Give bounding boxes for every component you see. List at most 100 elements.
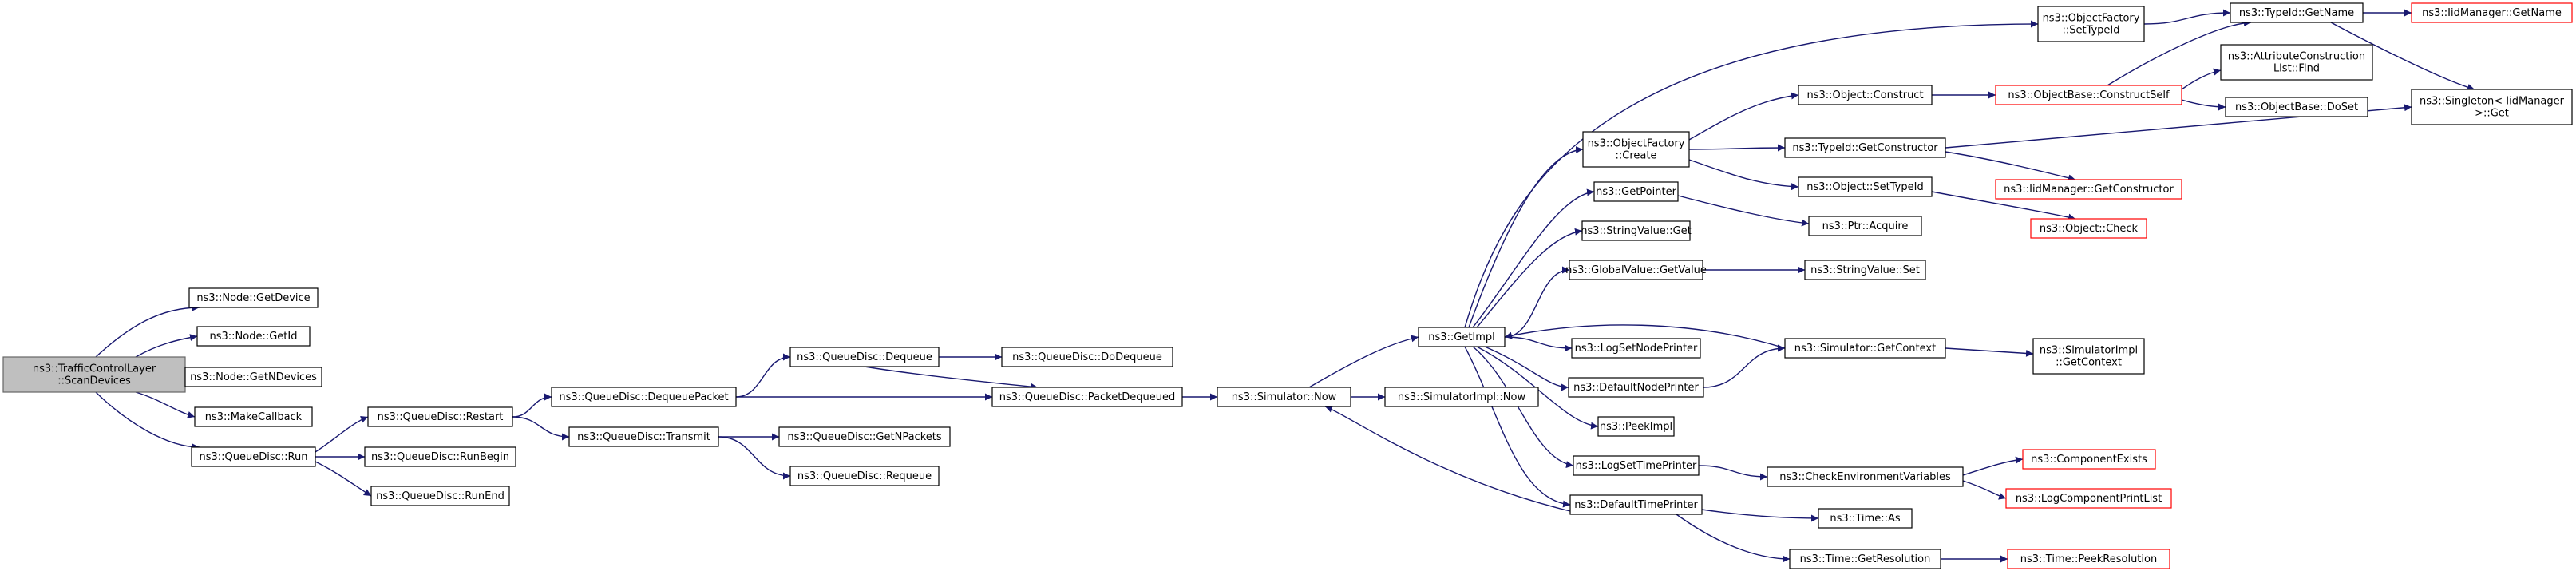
node-label: ns3::TypeId::GetName xyxy=(2239,7,2354,19)
node-box xyxy=(1571,338,1701,359)
graph-node-timePeekResolution[interactable]: ns3::Time::PeekResolution xyxy=(2007,549,2170,569)
graph-node-getDevice[interactable]: ns3::Node::GetDevice xyxy=(188,288,319,308)
edge-root-to-getId xyxy=(135,334,198,358)
node-label: ns3::StringValue::Set xyxy=(1810,264,1920,276)
node-label: ns3::Time::As xyxy=(1830,513,1901,525)
graph-node-makeCallback[interactable]: ns3::MakeCallback xyxy=(194,406,313,427)
graph-node-logSetNodePrinter[interactable]: ns3::LogSetNodePrinter xyxy=(1571,338,1701,359)
graph-node-peekImpl[interactable]: ns3::PeekImpl xyxy=(1597,416,1675,437)
node-label: ::GetContext xyxy=(2056,357,2122,369)
node-label: ns3::GetPointer xyxy=(1596,186,1676,198)
node-label: ns3::Time::PeekResolution xyxy=(2020,553,2157,565)
node-box xyxy=(184,367,322,387)
graph-node-stringValueSet[interactable]: ns3::StringValue::Set xyxy=(1804,260,1926,280)
graph-node-qdRun[interactable]: ns3::QueueDisc::Run xyxy=(191,446,316,467)
graph-node-qdRunEnd[interactable]: ns3::QueueDisc::RunEnd xyxy=(370,486,510,506)
graph-node-simImplNow[interactable]: ns3::SimulatorImpl::Now xyxy=(1384,387,1539,407)
node-label: ns3::ObjectBase::ConstructSelf xyxy=(2008,89,2170,101)
node-box xyxy=(188,288,319,308)
node-box xyxy=(1767,466,1964,487)
node-label: ns3::QueueDisc::Run xyxy=(200,451,308,463)
graph-node-iidGetConstructor[interactable]: ns3::IidManager::GetConstructor xyxy=(1995,179,2182,200)
graph-node-getImpl[interactable]: ns3::GetImpl xyxy=(1418,327,1506,347)
graph-node-objBaseConstructSelf[interactable]: ns3::ObjectBase::ConstructSelf xyxy=(1995,85,2182,105)
edge-qdTransmit-to-qdRequeue xyxy=(718,436,791,480)
node-box xyxy=(2030,218,2147,239)
graph-node-qdGetNPackets[interactable]: ns3::QueueDisc::GetNPackets xyxy=(778,426,951,447)
node-label: ns3::Simulator::GetContext xyxy=(1794,343,1936,355)
graph-node-qdRequeue[interactable]: ns3::QueueDisc::Requeue xyxy=(789,466,940,486)
graph-node-qdDequeuePacket[interactable]: ns3::QueueDisc::DequeuePacket xyxy=(551,387,737,407)
node-box xyxy=(1418,327,1506,347)
graph-node-checkEnvVars[interactable]: ns3::CheckEnvironmentVariables xyxy=(1767,466,1964,487)
graph-node-objectConstruct[interactable]: ns3::Object::Construct xyxy=(1798,85,1933,105)
edge-objFactoryCreate-to-objectSetTypeId xyxy=(1688,159,1799,191)
node-label: ns3::LogComponentPrintList xyxy=(2016,493,2162,505)
node-box xyxy=(2005,488,2172,509)
node-box xyxy=(1593,181,1679,202)
graph-node-getPointer[interactable]: ns3::GetPointer xyxy=(1593,181,1679,202)
node-label: ns3::QueueDisc::DoDequeue xyxy=(1012,351,1162,363)
graph-node-objFactoryCreate[interactable]: ns3::ObjectFactory::Create xyxy=(1582,131,1690,168)
graph-node-qdPacketDequeued[interactable]: ns3::QueueDisc::PacketDequeued xyxy=(991,387,1183,407)
edge-qdRun-to-qdRunEnd xyxy=(315,461,372,497)
node-box xyxy=(789,466,940,486)
edge-root-to-makeCallback xyxy=(135,391,196,418)
graph-node-simGetContext[interactable]: ns3::Simulator::GetContext xyxy=(1784,338,1946,359)
edge-root-to-getDevice xyxy=(95,303,200,358)
edge-qdRestart-to-qdDequeuePacket xyxy=(512,393,552,418)
graph-node-objectSetTypeId[interactable]: ns3::Object::SetTypeId xyxy=(1798,176,1933,197)
graph-node-typeIdGetName[interactable]: ns3::TypeId::GetName xyxy=(2230,2,2364,23)
edge-defaultTimePrinter-to-timeGetResolution xyxy=(1676,514,1791,563)
node-label: ns3::Time::GetResolution xyxy=(1800,553,1931,565)
graph-node-componentExists[interactable]: ns3::ComponentExists xyxy=(2022,449,2156,470)
edge-getImpl-to-peekImpl xyxy=(1476,346,1599,430)
graph-node-qdTransmit[interactable]: ns3::QueueDisc::Transmit xyxy=(568,426,719,447)
node-label: ns3::QueueDisc::Transmit xyxy=(577,431,710,443)
graph-node-typeIdGetConstructor[interactable]: ns3::TypeId::GetConstructor xyxy=(1784,137,1946,158)
graph-node-objBaseDoSet[interactable]: ns3::ObjectBase::DoSet xyxy=(2225,97,2368,117)
graph-node-getId[interactable]: ns3::Node::GetId xyxy=(196,326,311,347)
graph-node-iidGetName[interactable]: ns3::IidManager::GetName xyxy=(2411,2,2573,23)
node-label: ns3::Singleton< IidManager xyxy=(2420,96,2565,108)
node-box xyxy=(1818,508,1913,529)
graph-node-ptrAcquire[interactable]: ns3::Ptr::Acquire xyxy=(1808,216,1922,236)
graph-node-defaultTimePrinter[interactable]: ns3::DefaultTimePrinter xyxy=(1569,494,1703,515)
graph-node-qdDequeue[interactable]: ns3::QueueDisc::Dequeue xyxy=(789,347,940,367)
graph-node-qdRestart[interactable]: ns3::QueueDisc::Restart xyxy=(367,406,513,427)
node-box xyxy=(1784,137,1946,158)
graph-node-globalValueGetValue[interactable]: ns3::GlobalValue::GetValue xyxy=(1565,260,1707,280)
node-label: ns3::LogSetTimePrinter xyxy=(1576,460,1697,472)
graph-node-simNow[interactable]: ns3::Simulator::Now xyxy=(1217,387,1351,407)
node-label: ns3::AttributeConstruction xyxy=(2228,51,2365,63)
edge-objBaseConstructSelf-to-objBaseDoSet xyxy=(2181,99,2226,111)
graph-node-qdDoDequeue[interactable]: ns3::QueueDisc::DoDequeue xyxy=(1001,347,1173,367)
graph-node-timeGetResolution[interactable]: ns3::Time::GetResolution xyxy=(1789,549,1941,569)
graph-node-stringValueGet[interactable]: ns3::StringValue::Get xyxy=(1581,220,1692,241)
node-label: ns3::IidManager::GetConstructor xyxy=(2004,184,2174,196)
graph-node-objectCheck[interactable]: ns3::Object::Check xyxy=(2030,218,2147,239)
graph-node-singletonGet[interactable]: ns3::Singleton< IidManager>::Get xyxy=(2411,89,2573,125)
edge-simGetContext-to-getImpl xyxy=(1504,324,1786,349)
graph-node-root[interactable]: ns3::TrafficControlLayer::ScanDevices xyxy=(2,356,186,393)
node-label: ns3::IidManager::GetName xyxy=(2422,7,2562,19)
node-box xyxy=(367,406,513,427)
graph-node-qdRunBegin[interactable]: ns3::QueueDisc::RunBegin xyxy=(364,446,516,467)
node-label: ns3::PeekImpl xyxy=(1600,421,1672,433)
node-label: ns3::QueueDisc::RunEnd xyxy=(376,490,505,502)
graph-node-timeAs[interactable]: ns3::Time::As xyxy=(1818,508,1913,529)
graph-node-defaultNodePrinter[interactable]: ns3::DefaultNodePrinter xyxy=(1568,377,1704,398)
edge-simGetContext-to-simImplGetContext xyxy=(1945,347,2034,357)
graph-node-getNDevices[interactable]: ns3::Node::GetNDevices xyxy=(184,367,322,387)
node-box xyxy=(1384,387,1539,407)
graph-node-logComponentPrintList[interactable]: ns3::LogComponentPrintList xyxy=(2005,488,2172,509)
graph-node-logSetTimePrinter[interactable]: ns3::LogSetTimePrinter xyxy=(1573,455,1700,476)
node-box xyxy=(2225,97,2368,117)
node-label: List::Find xyxy=(2273,63,2320,75)
graph-node-simImplGetContext[interactable]: ns3::SimulatorImpl::GetContext xyxy=(2032,338,2145,375)
edge-objectSetTypeId-to-objectCheck xyxy=(1931,191,2076,221)
graph-node-objFactorySetTypeId[interactable]: ns3::ObjectFactory::SetTypeId xyxy=(2037,6,2145,42)
edge-logSetTimePrinter-to-checkEnvVars xyxy=(1698,465,1768,481)
